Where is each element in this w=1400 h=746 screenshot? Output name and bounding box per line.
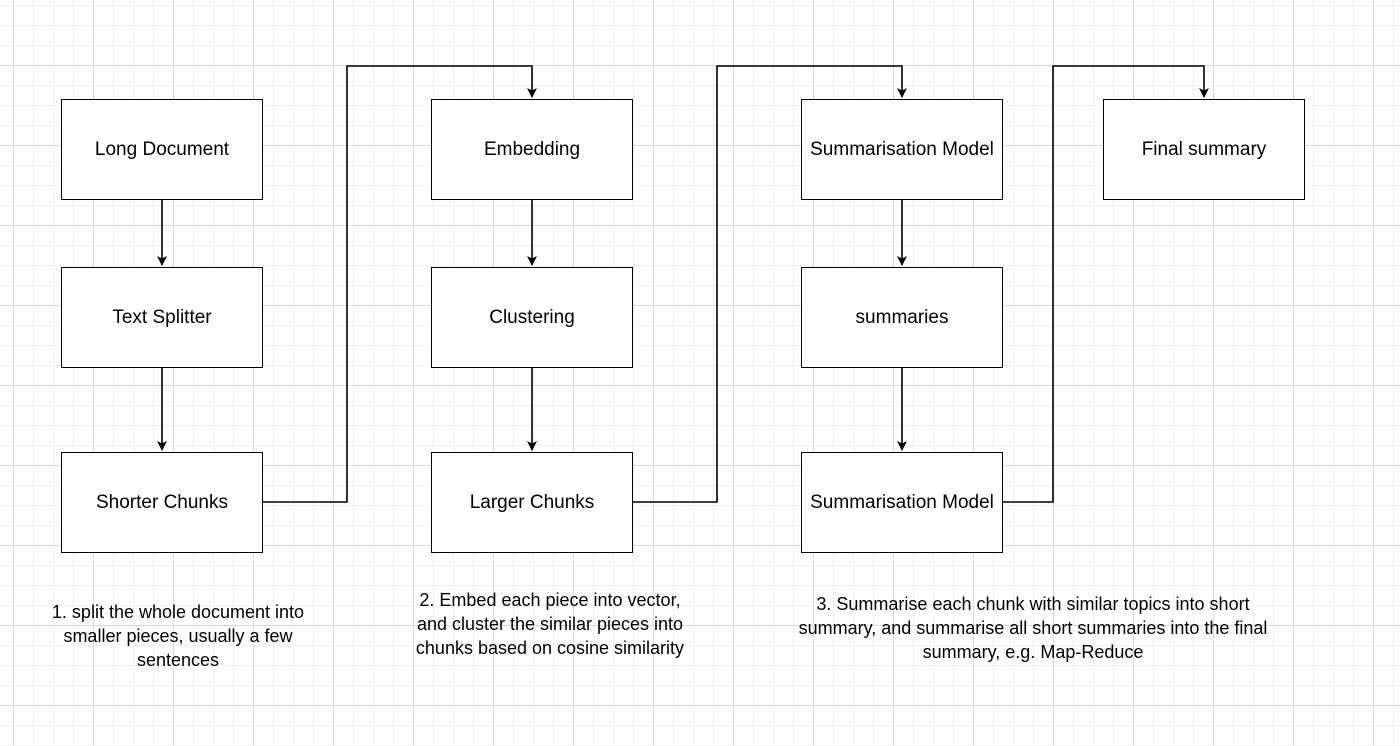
node-label: Final summary (1141, 138, 1267, 160)
node-label: Text Splitter (112, 306, 212, 328)
caption-step-1: 1. split the whole document into smaller… (51, 602, 305, 670)
node-label: Summarisation Model (810, 491, 994, 513)
node-long-document[interactable]: Long Document (61, 99, 263, 200)
node-final-summary[interactable]: Final summary (1103, 99, 1305, 200)
node-label: Larger Chunks (469, 491, 595, 513)
edge-shorter-chunks-to-embedding (263, 65, 537, 503)
node-clustering[interactable]: Clustering (431, 267, 633, 368)
node-summaries[interactable]: summaries (801, 267, 1003, 368)
node-label: Shorter Chunks (95, 491, 228, 513)
node-label: Long Document (94, 138, 230, 160)
edge-larger-chunks-to-summarisation-model (633, 65, 907, 503)
node-embedding[interactable]: Embedding (431, 99, 633, 200)
edge-summarisation-model-to-final-summary (1003, 65, 1209, 503)
node-label: Summarisation Model (810, 138, 994, 160)
node-label: Clustering (489, 306, 575, 328)
node-text-splitter[interactable]: Text Splitter (61, 267, 263, 368)
node-label: summaries (855, 306, 949, 328)
node-summarisation-model-bottom[interactable]: Summarisation Model (801, 452, 1003, 553)
node-shorter-chunks[interactable]: Shorter Chunks (61, 452, 263, 553)
node-label: Embedding (483, 138, 581, 160)
node-summarisation-model-top[interactable]: Summarisation Model (801, 99, 1003, 200)
node-larger-chunks[interactable]: Larger Chunks (431, 452, 633, 553)
caption-step-3: 3. Summarise each chunk with similar top… (798, 594, 1268, 662)
caption-step-2: 2. Embed each piece into vector, and clu… (415, 590, 685, 658)
